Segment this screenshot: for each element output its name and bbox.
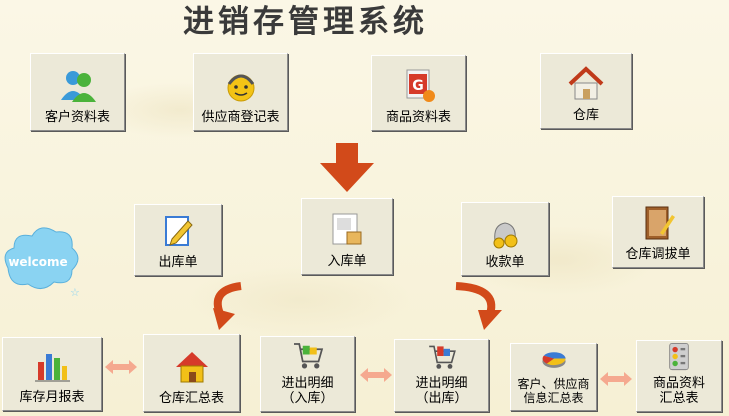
shopping-cart-icon: [428, 345, 456, 369]
double-arrow-icon: [360, 368, 392, 382]
detail-in-button[interactable]: 进出明细 （入库）: [260, 336, 355, 412]
product-button[interactable]: G 商品资料表: [371, 55, 466, 131]
pie-chart-icon: [541, 352, 566, 368]
transfer-button[interactable]: 仓库调拔单: [612, 196, 704, 268]
double-arrow-icon: [105, 360, 137, 374]
customer-label: 客户资料表: [44, 110, 110, 125]
page-title: 进销存管理系统: [183, 4, 428, 40]
edit-document-icon: [165, 216, 193, 246]
house-icon: [175, 352, 208, 383]
detail-out-button[interactable]: 进出明细 （出库）: [394, 339, 489, 412]
curved-arrow-left-icon: [213, 282, 242, 330]
users-icon: [60, 71, 96, 102]
outbound-button[interactable]: 出库单: [134, 204, 222, 276]
monthly-report-button[interactable]: 库存月报表: [2, 337, 102, 411]
support-icon: [227, 74, 254, 102]
product-label: 商品资料表: [385, 110, 451, 125]
money-bag-icon: [493, 222, 518, 249]
warehouse-summary-label: 仓库汇总表: [158, 391, 224, 406]
svg-text:G: G: [412, 78, 424, 94]
warehouse-label: 仓库: [572, 108, 599, 123]
product-box-icon: G: [406, 69, 435, 102]
product-summary-label: 商品资料 汇总表: [652, 376, 705, 406]
cust-supplier-summary-button[interactable]: 客户、供应商 信息汇总表: [510, 343, 597, 411]
customer-button[interactable]: 客户资料表: [30, 53, 125, 131]
receipt-label: 收款单: [485, 255, 525, 270]
down-arrow-icon: [320, 143, 374, 192]
product-summary-button[interactable]: 商品资料 汇总表: [636, 340, 722, 412]
transfer-label: 仓库调拔单: [625, 247, 691, 262]
welcome-text: welcome: [8, 255, 67, 269]
inbound-button[interactable]: 入库单: [301, 198, 393, 275]
detail-out-label: 进出明细 （出库）: [415, 376, 468, 406]
warehouse-button[interactable]: 仓库: [540, 53, 632, 129]
inbound-label: 入库单: [327, 254, 367, 269]
supplier-label: 供应商登记表: [201, 110, 280, 125]
curved-arrow-right-icon: [455, 282, 502, 330]
cust-supplier-summary-label: 客户、供应商 信息汇总表: [517, 377, 590, 405]
bar-chart-icon: [35, 354, 70, 382]
double-arrow-icon: [600, 372, 632, 386]
welcome-cloud-icon: welcome ☆: [4, 227, 80, 299]
form-icon: [332, 213, 362, 245]
warehouse-summary-button[interactable]: 仓库汇总表: [143, 334, 240, 412]
svg-text:☆: ☆: [70, 286, 80, 299]
detail-in-label: 进出明细 （入库）: [281, 376, 334, 406]
monthly-report-label: 库存月报表: [19, 390, 85, 405]
notebook-icon: [645, 206, 675, 240]
house-icon: [568, 66, 604, 100]
receipt-button[interactable]: 收款单: [461, 202, 549, 276]
outbound-label: 出库单: [158, 255, 198, 270]
traffic-light-icon: [669, 342, 689, 371]
shopping-cart-icon: [293, 343, 323, 369]
supplier-button[interactable]: 供应商登记表: [193, 53, 288, 131]
